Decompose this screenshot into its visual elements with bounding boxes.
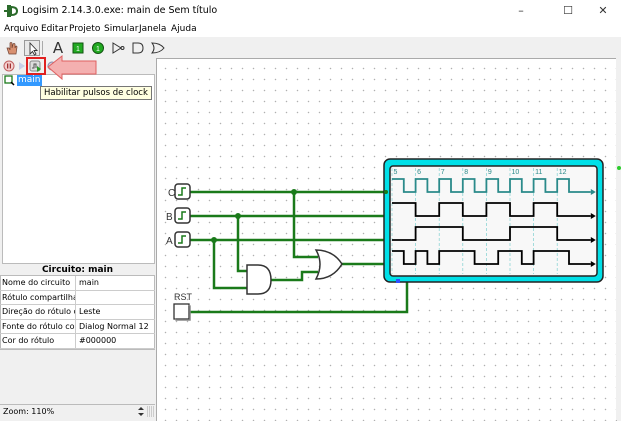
property-row[interactable]: Direção do rótulo c...Leste: [0, 305, 155, 320]
property-row[interactable]: Rótulo compartilhado: [0, 290, 155, 305]
text-tool-button[interactable]: A: [52, 39, 64, 57]
zoom-level: Zoom: 110%: [3, 407, 55, 416]
select-tool-button[interactable]: [24, 40, 40, 56]
property-row[interactable]: Cor do rótulo#000000: [0, 334, 155, 349]
property-key: Direção do rótulo c...: [2, 305, 76, 319]
property-key: Cor do rótulo: [2, 334, 76, 348]
property-key: Rótulo compartilhado: [2, 290, 76, 305]
pause-icon: [3, 60, 15, 72]
grid-toggle-button[interactable]: [147, 406, 155, 417]
menu-editar[interactable]: Editar: [41, 24, 68, 34]
pause-button[interactable]: [3, 60, 15, 72]
svg-text:1: 1: [96, 46, 100, 53]
maximize-button[interactable]: ☐: [563, 4, 573, 17]
zoom-spinner[interactable]: [137, 405, 145, 418]
arrow-cursor-icon: [29, 41, 39, 56]
tree-item-main[interactable]: main: [17, 75, 42, 86]
svg-text:1: 1: [76, 46, 80, 53]
vertical-scrollbar[interactable]: [616, 58, 621, 420]
close-button[interactable]: ✕: [598, 4, 608, 17]
and-gate-icon: [132, 42, 144, 54]
not-gate-icon: [112, 42, 125, 54]
property-value[interactable]: Leste: [79, 307, 101, 316]
output-pin-icon: 1: [92, 42, 104, 54]
or-gate-icon: [150, 42, 165, 54]
menu-projeto[interactable]: Projeto: [69, 24, 101, 34]
input-pin-icon: 1: [72, 42, 84, 54]
property-value[interactable]: main: [79, 278, 99, 287]
annotation-highlight-box: [26, 57, 46, 75]
properties-table: [0, 264, 155, 350]
logisim-app-icon: [4, 4, 19, 18]
property-key: Nome do circuito: [2, 276, 76, 290]
tooltip: Habilitar pulsos de clock: [40, 86, 152, 100]
menu-bar: [0, 22, 621, 37]
or-gate-button[interactable]: [150, 40, 166, 56]
clock-tick-icon: [29, 60, 41, 72]
input-pin-button[interactable]: 1: [70, 40, 86, 56]
window-title: Logisim 2.14.3.0.exe: main de Sem título: [22, 5, 218, 16]
menu-arquivo[interactable]: Arquivo: [4, 24, 39, 34]
poke-tool-button[interactable]: [4, 40, 20, 56]
enable-clock-ticks-button[interactable]: [29, 60, 42, 73]
menu-ajuda[interactable]: Ajuda: [171, 24, 197, 34]
zoom-bar: [0, 404, 155, 421]
step-button[interactable]: [17, 60, 27, 72]
circuit-canvas[interactable]: [156, 58, 617, 421]
tick-once-icon: [47, 61, 57, 71]
toolbar-separator: [42, 41, 43, 55]
output-pin-button[interactable]: 1: [90, 40, 106, 56]
property-value[interactable]: #000000: [79, 336, 117, 345]
menu-simular[interactable]: Simular: [104, 24, 139, 34]
and-gate-button[interactable]: [130, 40, 146, 56]
property-value[interactable]: Dialog Normal 12: [79, 321, 149, 331]
property-key: Fonte do rótulo co...: [2, 319, 76, 334]
menu-janela[interactable]: Janela: [139, 24, 167, 34]
not-gate-button[interactable]: [110, 40, 126, 56]
step-icon: [19, 62, 25, 70]
hand-icon: [6, 42, 18, 55]
properties-header: Circuito: main: [0, 264, 155, 276]
tick-once-button[interactable]: [47, 60, 57, 72]
minimize-button[interactable]: –: [518, 4, 524, 17]
circuit-tree: [2, 74, 155, 264]
property-row[interactable]: Fonte do rótulo co...Dialog Normal 12: [0, 319, 155, 334]
circuit-magnifier-icon: [4, 75, 15, 86]
